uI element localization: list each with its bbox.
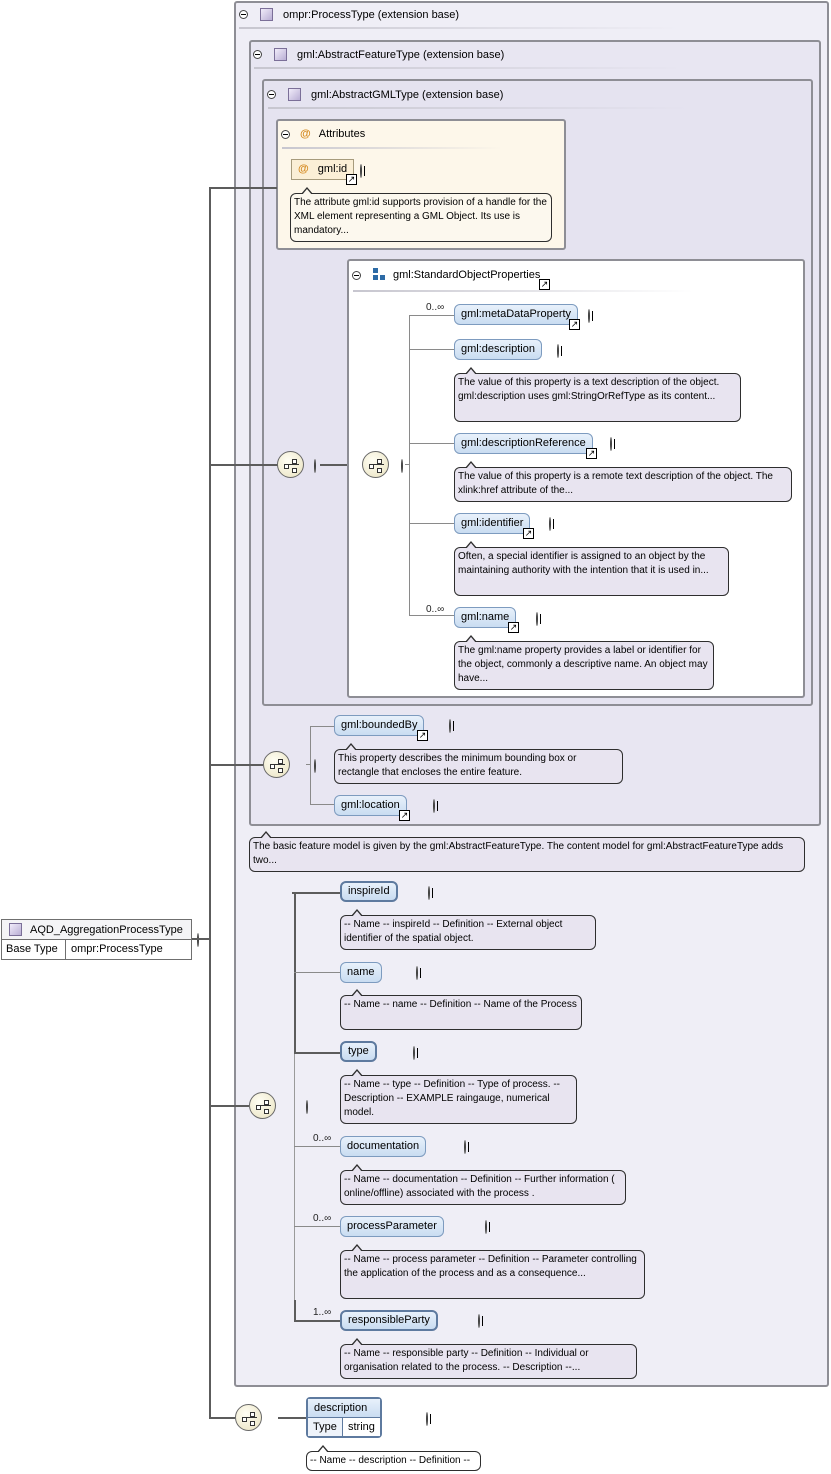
reference-arrow-icon: ↗ [417,730,428,741]
collapse-sequence-icon[interactable] [314,759,316,773]
collapse-root-icon[interactable] [197,933,199,947]
reference-arrow-icon: ↗ [346,174,357,185]
complex-type-icon [274,48,287,61]
collapse-sequence-icon[interactable] [306,1100,308,1114]
expand-element-icon[interactable] [478,1314,480,1328]
group-title: gml:StandardObjectProperties [393,269,541,281]
description-element-name: description [308,1399,380,1418]
cardinality: 0..∞ [426,604,445,615]
cardinality: 0..∞ [313,1213,332,1224]
processparameter-element[interactable]: processParameter [340,1216,444,1237]
gml-id-label: gml:id [317,163,348,175]
sequence-compositor-process[interactable] [249,1092,276,1119]
processparameter-note: -- Name -- process parameter -- Definiti… [340,1244,645,1299]
expand-gml-id-icon[interactable] [360,164,362,178]
abstract-gml-type-label: gml:AbstractGMLType (extension base) [311,88,504,101]
gml-identifier-note: Often, a special identifier is assigned … [454,541,729,596]
expand-element-icon[interactable] [426,1412,428,1426]
reference-arrow-icon: ↗ [586,448,597,459]
reference-arrow-icon: ↗ [569,319,580,330]
cardinality: 1..∞ [313,1307,332,1318]
gml-metadataproperty-element[interactable]: gml:metaDataProperty [454,304,579,325]
expand-element-icon[interactable] [464,1140,466,1154]
gml-id-note: The attribute gml:id supports provision … [290,187,552,242]
gml-location-element[interactable]: gml:location [334,795,407,816]
inspireid-element[interactable]: inspireId [340,881,398,902]
attributes-title: Attributes [318,128,366,140]
reference-arrow-icon: ↗ [539,279,550,290]
expand-element-icon[interactable] [433,799,435,813]
documentation-element[interactable]: documentation [340,1136,427,1157]
gml-boundedby-note: This property describes the minimum boun… [334,743,623,784]
complex-type-icon [260,8,273,21]
responsibleparty-note: -- Name -- responsible party -- Definiti… [340,1338,637,1379]
expand-element-icon[interactable] [449,719,451,733]
collapse-abstract-gml-icon[interactable] [267,90,276,99]
gml-identifier-element[interactable]: gml:identifier [454,513,531,534]
responsibleparty-element[interactable]: responsibleParty [340,1310,438,1331]
complex-type-icon [9,923,22,936]
documentation-note: -- Name -- documentation -- Definition -… [340,1164,626,1205]
description-type-label: Type [308,1418,343,1436]
collapse-sequence-icon[interactable] [401,459,403,473]
expand-element-icon[interactable] [610,437,612,451]
gml-descriptionreference-element[interactable]: gml:descriptionReference [454,433,593,454]
sequence-compositor-gml[interactable] [277,451,304,478]
gml-id-attribute[interactable]: @ gml:id [291,159,354,180]
attribute-icon: @ [298,163,309,175]
expand-element-icon[interactable] [485,1220,487,1234]
group-icon [373,268,387,282]
expand-element-icon[interactable] [536,612,538,626]
abstract-feature-note: The basic feature model is given by the … [249,831,805,872]
root-type-name: AQD_AggregationProcessType [30,923,183,936]
process-type-label: ompr:ProcessType (extension base) [283,8,460,21]
description-type-value: string [343,1418,380,1436]
reference-arrow-icon: ↗ [399,810,410,821]
expand-element-icon[interactable] [416,966,418,980]
sequence-compositor-feature[interactable] [263,751,290,778]
collapse-abstract-feature-icon[interactable] [253,50,262,59]
collapse-process-type-icon[interactable] [239,10,248,19]
gml-descriptionreference-note: The value of this property is a remote t… [454,461,792,502]
reference-arrow-icon: ↗ [508,622,519,633]
gml-boundedby-element[interactable]: gml:boundedBy [334,715,425,736]
base-type-label: Base Type [2,940,66,959]
inspireid-note: -- Name -- inspireId -- Definition -- Ex… [340,909,596,950]
collapse-group-icon[interactable] [352,270,361,280]
complex-type-icon [288,88,301,101]
gml-name-note: The gml:name property provides a label o… [454,635,714,690]
root-type-box[interactable]: AQD_AggregationProcessType Base Type omp… [1,919,192,960]
description-note: -- Name -- description -- Definition -- [306,1445,481,1471]
base-type-value: ompr:ProcessType [71,943,163,955]
abstract-feature-type-label: gml:AbstractFeatureType (extension base) [297,48,505,61]
gml-description-note: The value of this property is a text des… [454,367,741,422]
collapse-attributes-icon[interactable] [281,129,290,139]
gml-description-element[interactable]: gml:description [454,339,542,360]
cardinality: 0..∞ [426,302,445,313]
description-element[interactable]: description Type string [306,1397,382,1438]
name-element[interactable]: name [340,962,382,983]
reference-arrow-icon: ↗ [523,528,534,539]
attribute-icon: @ [300,128,311,140]
expand-element-icon[interactable] [428,886,430,900]
sequence-compositor-description[interactable] [235,1404,262,1431]
name-note: -- Name -- name -- Definition -- Name of… [340,989,582,1030]
type-note: -- Name -- type -- Definition -- Type of… [340,1069,577,1124]
expand-element-icon[interactable] [549,517,551,531]
collapse-sequence-icon[interactable] [314,459,316,473]
cardinality: 0..∞ [313,1133,332,1144]
expand-element-icon[interactable] [557,344,559,358]
expand-element-icon[interactable] [413,1046,415,1060]
type-element[interactable]: type [340,1041,377,1062]
sequence-compositor-properties[interactable] [362,451,389,478]
expand-element-icon[interactable] [588,309,590,323]
gml-name-element[interactable]: gml:name [454,607,517,628]
